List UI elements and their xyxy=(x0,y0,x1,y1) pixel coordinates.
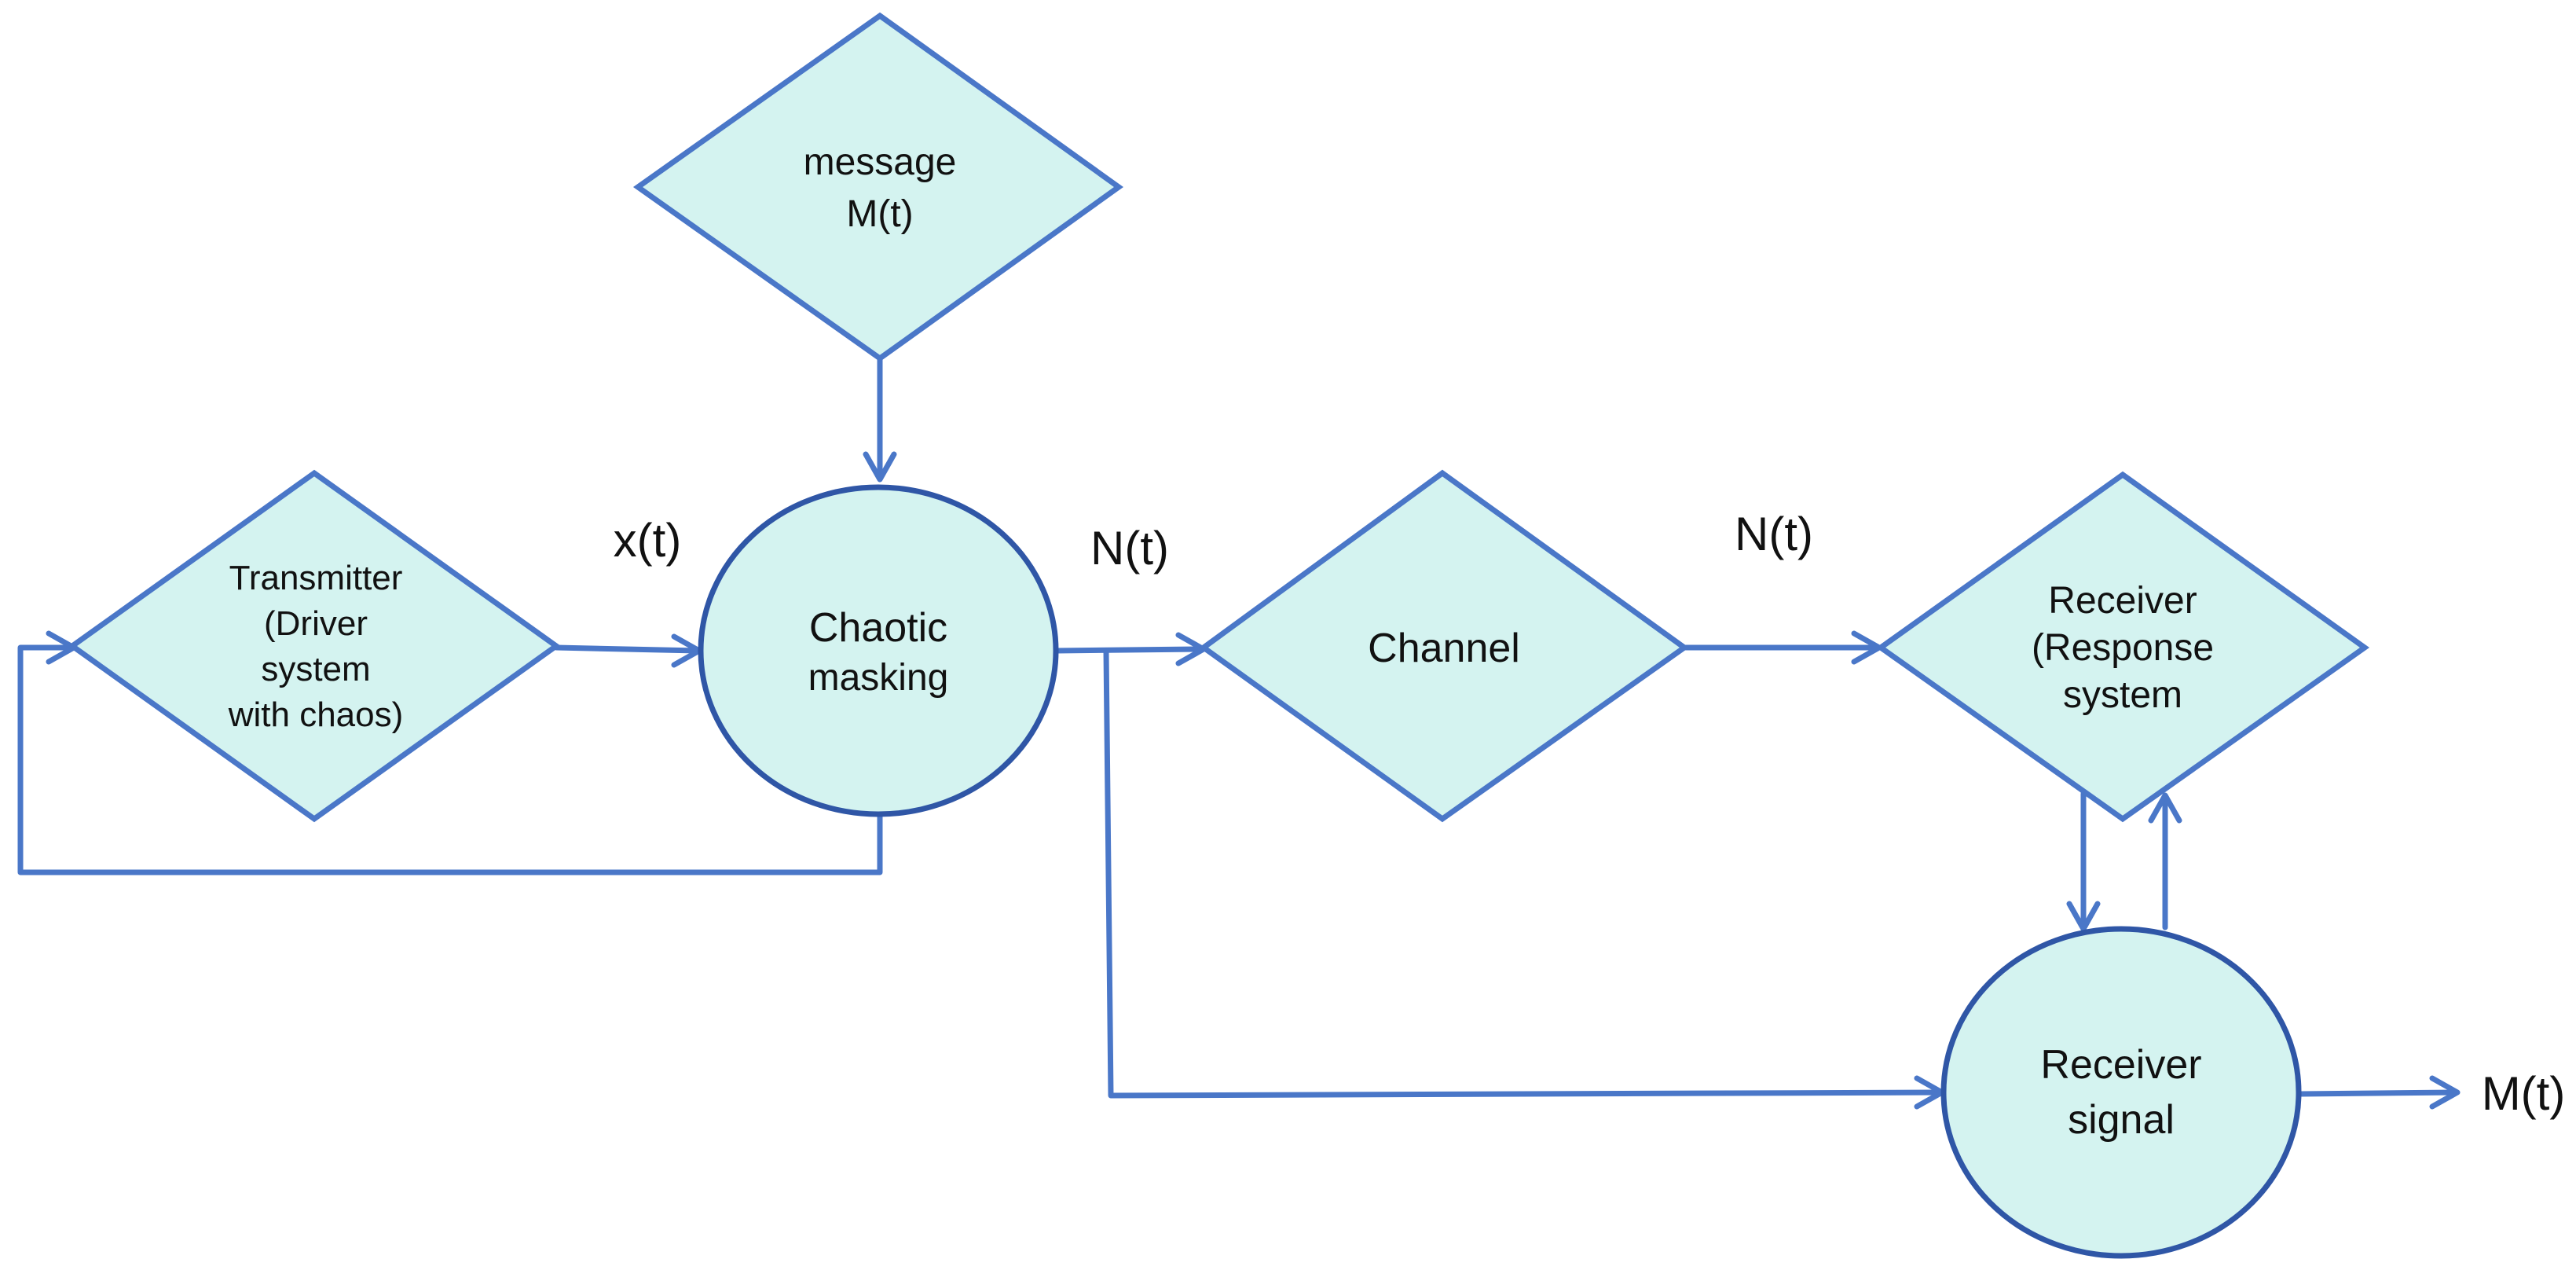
transmitter-label-line-3: system xyxy=(261,650,370,688)
label-m-t-output: M(t) xyxy=(2482,1067,2566,1120)
edge-feedback-loop xyxy=(17,644,883,875)
message-label: message xyxy=(804,141,957,183)
connectors xyxy=(17,357,2461,1110)
label-x-t: x(t) xyxy=(614,514,682,567)
receiver-label-line-1: Receiver xyxy=(2048,580,2197,622)
transmitter-label-line-1: Transmitter xyxy=(229,559,403,597)
node-channel: Channel xyxy=(1199,469,1690,823)
arrowhead-receiver-to-signal xyxy=(2066,901,2101,932)
edge-output xyxy=(2297,1089,2459,1097)
transmitter-diamond xyxy=(67,469,562,823)
node-receiver-signal: Receiver signal xyxy=(1940,926,2302,1259)
receiver-diamond xyxy=(1875,471,2370,823)
node-transmitter: Transmitter (Driver system with chaos) xyxy=(67,469,562,823)
transmitter-label-line-2: (Driver xyxy=(264,604,368,643)
receiver-label-line-2: (Response xyxy=(2032,627,2214,669)
receiver-signal-label-line-1: Receiver xyxy=(2040,1042,2201,1088)
receiver-label-line-3: system xyxy=(2063,674,2182,716)
label-n-t-masking: N(t) xyxy=(1090,522,1169,574)
chaotic-masking-label-line-2: masking xyxy=(808,657,949,699)
transmitter-label-line-4: with chaos) xyxy=(228,696,404,734)
edge-labels: x(t) N(t) N(t) M(t) xyxy=(614,508,2566,1120)
receiver-signal-circle xyxy=(1940,926,2302,1259)
node-chaotic-masking: Chaotic masking xyxy=(698,484,1059,817)
message-diamond xyxy=(632,12,1124,362)
chaotic-masking-circle xyxy=(698,484,1059,817)
channel-diamond xyxy=(1199,469,1690,823)
arrowhead-output xyxy=(2429,1075,2461,1110)
edge-transmitter-to-masking xyxy=(553,644,701,654)
message-symbol: M(t) xyxy=(846,193,913,235)
node-receiver: Receiver (Response system xyxy=(1875,471,2370,823)
receiver-signal-label-line-2: signal xyxy=(2068,1097,2175,1143)
chaotic-masking-label-line-1: Chaotic xyxy=(809,605,947,651)
channel-label: Channel xyxy=(1368,626,1520,671)
edge-branch-to-receiver-signal xyxy=(1103,648,1944,1099)
arrowhead-signal-to-receiver xyxy=(2148,792,2182,824)
node-message: message M(t) xyxy=(632,12,1124,362)
arrowhead-message-to-masking xyxy=(863,451,897,483)
label-n-t-channel: N(t) xyxy=(1735,508,1813,560)
edge-masking-to-channel xyxy=(1053,646,1205,654)
